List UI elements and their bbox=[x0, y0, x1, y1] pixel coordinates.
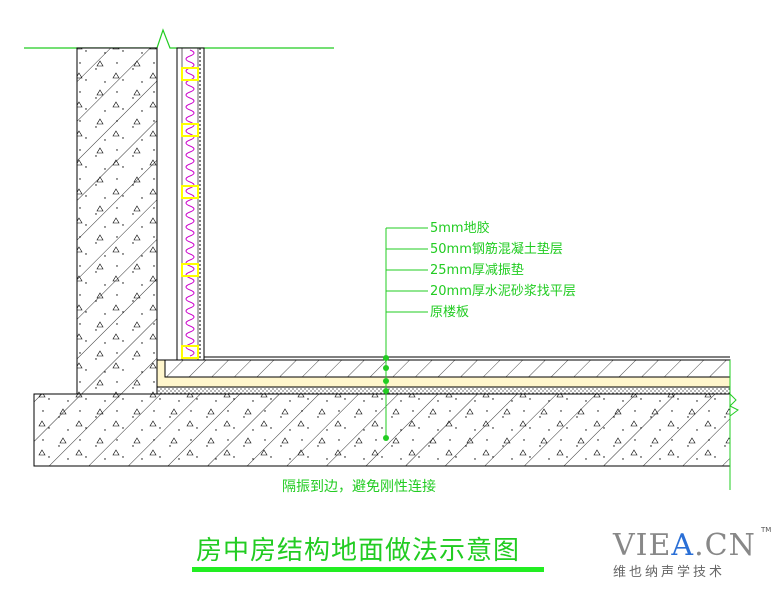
original-slab bbox=[33, 360, 739, 490]
floating-floor bbox=[156, 356, 731, 395]
layer-label-floor-glue: 5mm地胶 bbox=[430, 220, 490, 236]
layer-label-leveling-layer: 20mm厚水泥砂浆找平层 bbox=[430, 284, 576, 299]
logo-accent-letter: A bbox=[671, 528, 695, 563]
layer-label-damping-pad: 25mm厚减振垫 bbox=[430, 262, 524, 278]
inner-wall-panel bbox=[176, 47, 205, 361]
logo-wordmark: VIEA.CN bbox=[613, 528, 773, 563]
logo-trademark: TM bbox=[761, 526, 772, 534]
diagram-title: 房中房结构地面做法示意图 bbox=[196, 536, 521, 566]
logo-prefix: VIE bbox=[613, 528, 672, 563]
layer-label-original-slab: 原楼板 bbox=[430, 305, 469, 320]
original-wall bbox=[76, 47, 158, 395]
layer-label-concrete-cushion: 50mm钢筋混凝土垫层 bbox=[430, 241, 563, 257]
title-underline bbox=[192, 567, 544, 572]
logo-suffix: .CN bbox=[694, 528, 756, 563]
annotation-leader bbox=[383, 227, 428, 441]
logo-subtitle: 维也纳声学技术 bbox=[613, 565, 726, 580]
wall-cavity bbox=[156, 48, 178, 360]
ground-line bbox=[24, 28, 334, 49]
edge-isolation-note: 隔振到边，避免刚性连接 bbox=[282, 478, 436, 495]
brand-logo: VIEA.CN TM 维也纳声学技术 bbox=[613, 526, 773, 588]
